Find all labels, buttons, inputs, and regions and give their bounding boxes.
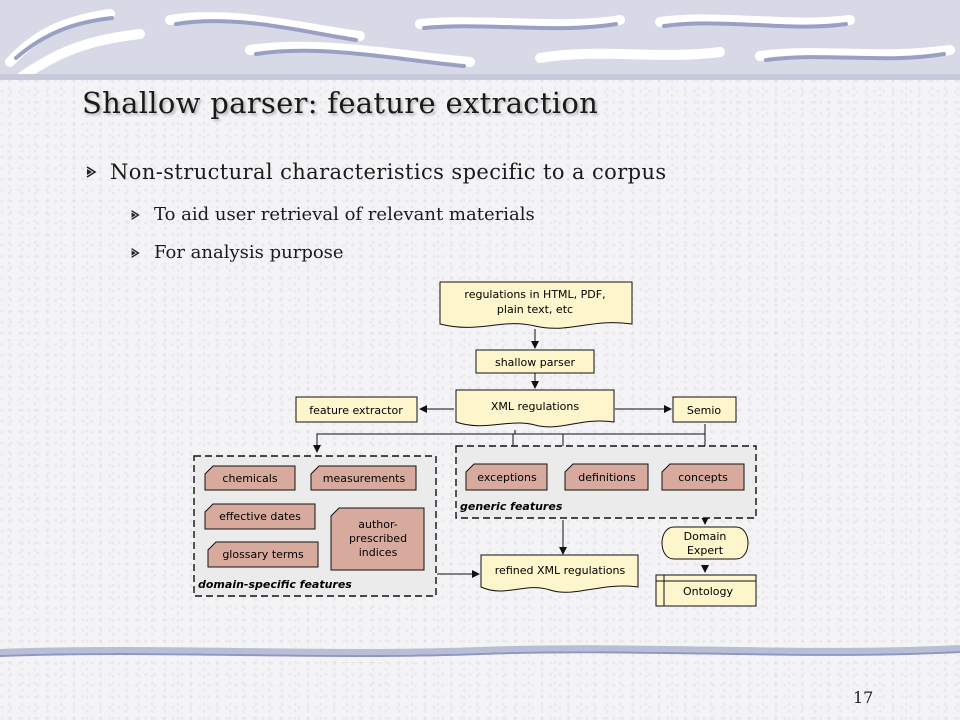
bullet-level2: To aid user retrieval of relevant materi… (128, 204, 535, 225)
shallow-parser-box: shallow parser (475, 349, 595, 374)
feature-extractor-label: feature extractor (309, 404, 403, 417)
xml-regulations-document: XML regulations (455, 389, 615, 428)
arrow-bullet-icon (86, 166, 97, 178)
xml-regulations-label: XML regulations (491, 400, 580, 413)
domain-group-label: domain-specific features (198, 578, 352, 591)
feature-definitions: definitions (564, 463, 649, 491)
semio-box: Semio (672, 396, 737, 423)
generic-group-label: generic features (460, 500, 563, 513)
bullet-text: Non-structural characteristics specific … (110, 160, 667, 184)
refined-xml-document: refined XML regulations (480, 554, 639, 593)
page-number: 17 (853, 688, 874, 707)
shallow-parser-label: shallow parser (495, 356, 576, 369)
bullet-level1: Non-structural characteristics specific … (84, 160, 667, 184)
feature-label: prescribed (349, 532, 407, 545)
feature-effective-dates: effective dates (204, 503, 316, 530)
feature-concepts: concepts (661, 463, 745, 491)
feature-label: chemicals (222, 472, 277, 485)
feature-measurements: measurements (310, 465, 417, 491)
feature-exceptions: exceptions (465, 463, 548, 491)
feature-label: effective dates (219, 510, 301, 523)
feature-label: exceptions (477, 471, 537, 484)
input-doc-line2: plain text, etc (497, 303, 573, 316)
input-regulations-document: regulations in HTML, PDF, plain text, et… (439, 281, 633, 329)
slide-title: Shallow parser: feature extraction (82, 86, 599, 120)
arrow-bullet-icon (131, 209, 140, 220)
feature-label: measurements (323, 472, 406, 485)
domain-features-group: chemicals measurements effective dates g… (193, 455, 437, 597)
semio-label: Semio (687, 404, 722, 417)
arrow-bullet-icon (131, 247, 140, 258)
domain-expert-node: Domain Expert (661, 526, 749, 560)
feature-glossary-terms: glossary terms (207, 541, 319, 568)
feature-label: definitions (578, 471, 636, 484)
feature-author-prescribed-indices: author- prescribed indices (330, 507, 425, 571)
feature-label: indices (359, 546, 398, 559)
ontology-label: Ontology (683, 585, 733, 598)
domain-expert-line2: Expert (687, 544, 724, 557)
feature-label: concepts (678, 471, 728, 484)
bottom-decoration (0, 645, 960, 657)
refined-label: refined XML regulations (495, 564, 626, 577)
ontology-store: Ontology (655, 574, 757, 607)
bullet-text: For analysis purpose (154, 242, 344, 263)
domain-expert-line1: Domain (684, 530, 727, 543)
feature-chemicals: chemicals (204, 465, 296, 491)
input-doc-line1: regulations in HTML, PDF, (464, 288, 605, 301)
bullet-text: To aid user retrieval of relevant materi… (154, 204, 535, 225)
top-decoration (0, 0, 960, 80)
feature-label: author- (358, 518, 398, 531)
feature-label: glossary terms (222, 548, 304, 561)
feature-extraction-diagram: regulations in HTML, PDF, plain text, et… (193, 281, 757, 607)
bullet-level2: For analysis purpose (128, 242, 344, 263)
feature-extractor-box: feature extractor (295, 396, 418, 423)
generic-features-group: exceptions definitions concepts generic … (455, 445, 757, 519)
